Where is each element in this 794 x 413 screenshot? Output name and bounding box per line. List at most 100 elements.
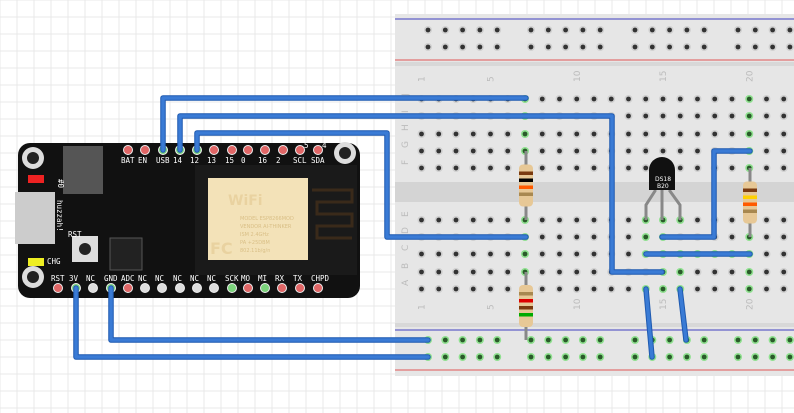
breadboard-hole (470, 251, 476, 257)
breadboard-hole (729, 165, 735, 171)
pin-label: ADC (121, 274, 135, 283)
row-label: C (401, 245, 411, 251)
breadboard-hole (729, 286, 735, 292)
reset-button-cap (79, 243, 91, 255)
breadboard-hole (436, 251, 442, 257)
resistor-10k (519, 151, 533, 220)
header-pin (209, 145, 219, 155)
rail-divider (395, 323, 794, 327)
breadboard-hole (695, 148, 700, 154)
breadboard-hole (539, 148, 545, 154)
breadboard-hole (729, 234, 735, 240)
breadboard-hole (712, 131, 718, 137)
breadboard-hole (591, 165, 597, 171)
rst-label: RST (68, 230, 82, 239)
pin-label: MO (241, 274, 251, 283)
rail-hole (667, 354, 672, 360)
breadboard-hole (539, 165, 545, 171)
breadboard-hole (453, 269, 459, 275)
breadboard-hole (591, 234, 597, 240)
breadboard-hole (729, 217, 735, 223)
breadboard-hole (746, 286, 752, 292)
breadboard-hole (712, 286, 718, 292)
sensor-label: B20 (657, 183, 669, 190)
rail-hole (735, 354, 741, 360)
rail-hole (545, 27, 551, 33)
pin-label: 14 (173, 156, 183, 165)
header-pin (313, 145, 323, 155)
rail-hole (787, 27, 793, 33)
breadboard-hole (574, 234, 580, 240)
header-pin (295, 145, 305, 155)
rail-hole (752, 354, 758, 360)
rail-hole (563, 354, 568, 360)
module-text: 802.11b/g/n (240, 248, 270, 254)
breadboard-hole (591, 217, 597, 223)
rail-hole (597, 27, 603, 33)
column-number: 15 (659, 299, 669, 310)
resistor-band (519, 299, 533, 303)
breadboard-hole (660, 286, 666, 292)
breadboard-hole (712, 96, 718, 102)
breadboard-hole (539, 269, 545, 275)
breadboard-hole (764, 96, 769, 102)
breadboard-hole (453, 251, 459, 257)
breadboard-hole (557, 148, 562, 154)
fc-logo: FC (210, 239, 233, 258)
rail-hole (425, 27, 431, 33)
chg-label: CHG (47, 257, 61, 266)
rail-hole (477, 27, 483, 33)
rail-hole (770, 354, 775, 360)
column-number: 1 (418, 76, 428, 82)
breadboard-hole (626, 148, 631, 154)
header-pin (53, 283, 63, 293)
breadboard-hole (488, 251, 493, 257)
breadboard-hole (695, 131, 700, 137)
pin-label: 2 (276, 156, 281, 165)
rail-hole (752, 27, 758, 33)
esp-shield (208, 178, 308, 260)
breadboard-hole (574, 131, 580, 137)
chip (109, 237, 143, 271)
rail-hole (477, 44, 483, 50)
rail-hole (667, 27, 672, 33)
header-pin (123, 145, 133, 155)
breadboard-hole (764, 286, 769, 292)
breadboard-hole (574, 286, 580, 292)
jumper-wire (644, 287, 654, 359)
breadboard-hole (505, 165, 511, 171)
jumper-wire (161, 96, 528, 152)
row-label: E (401, 211, 411, 217)
breadboard-hole (591, 269, 597, 275)
breadboard-hole (436, 217, 442, 223)
breadboard-hole (505, 251, 511, 257)
rail-hole (597, 44, 603, 50)
pin-label: 15 (225, 156, 234, 165)
rail-hole (494, 44, 500, 50)
breadboard-hole (643, 148, 649, 154)
breadboard-hole (712, 113, 718, 119)
breadboard-hole (626, 286, 631, 292)
breadboard-hole (539, 234, 545, 240)
breadboard-hole (591, 131, 597, 137)
header-pin (278, 145, 288, 155)
breadboard-hole (591, 251, 597, 257)
breadboard-hole (677, 96, 683, 102)
breadboard-hole (626, 217, 631, 223)
header-pin (192, 283, 202, 293)
breadboard-hole (470, 165, 476, 171)
breadboard-hole (764, 113, 769, 119)
sensor-lead (667, 189, 682, 220)
pin-label: BAT (121, 156, 135, 165)
breadboard-hole (677, 131, 683, 137)
breadboard-hole (781, 234, 787, 240)
header-pin (243, 145, 253, 155)
header-pin (277, 283, 287, 293)
breadboard-hole (643, 113, 649, 119)
breadboard-hole (764, 217, 769, 223)
breadboard-hole (488, 131, 493, 137)
resistor-band (519, 313, 533, 317)
breadboard-center-channel (395, 182, 794, 202)
